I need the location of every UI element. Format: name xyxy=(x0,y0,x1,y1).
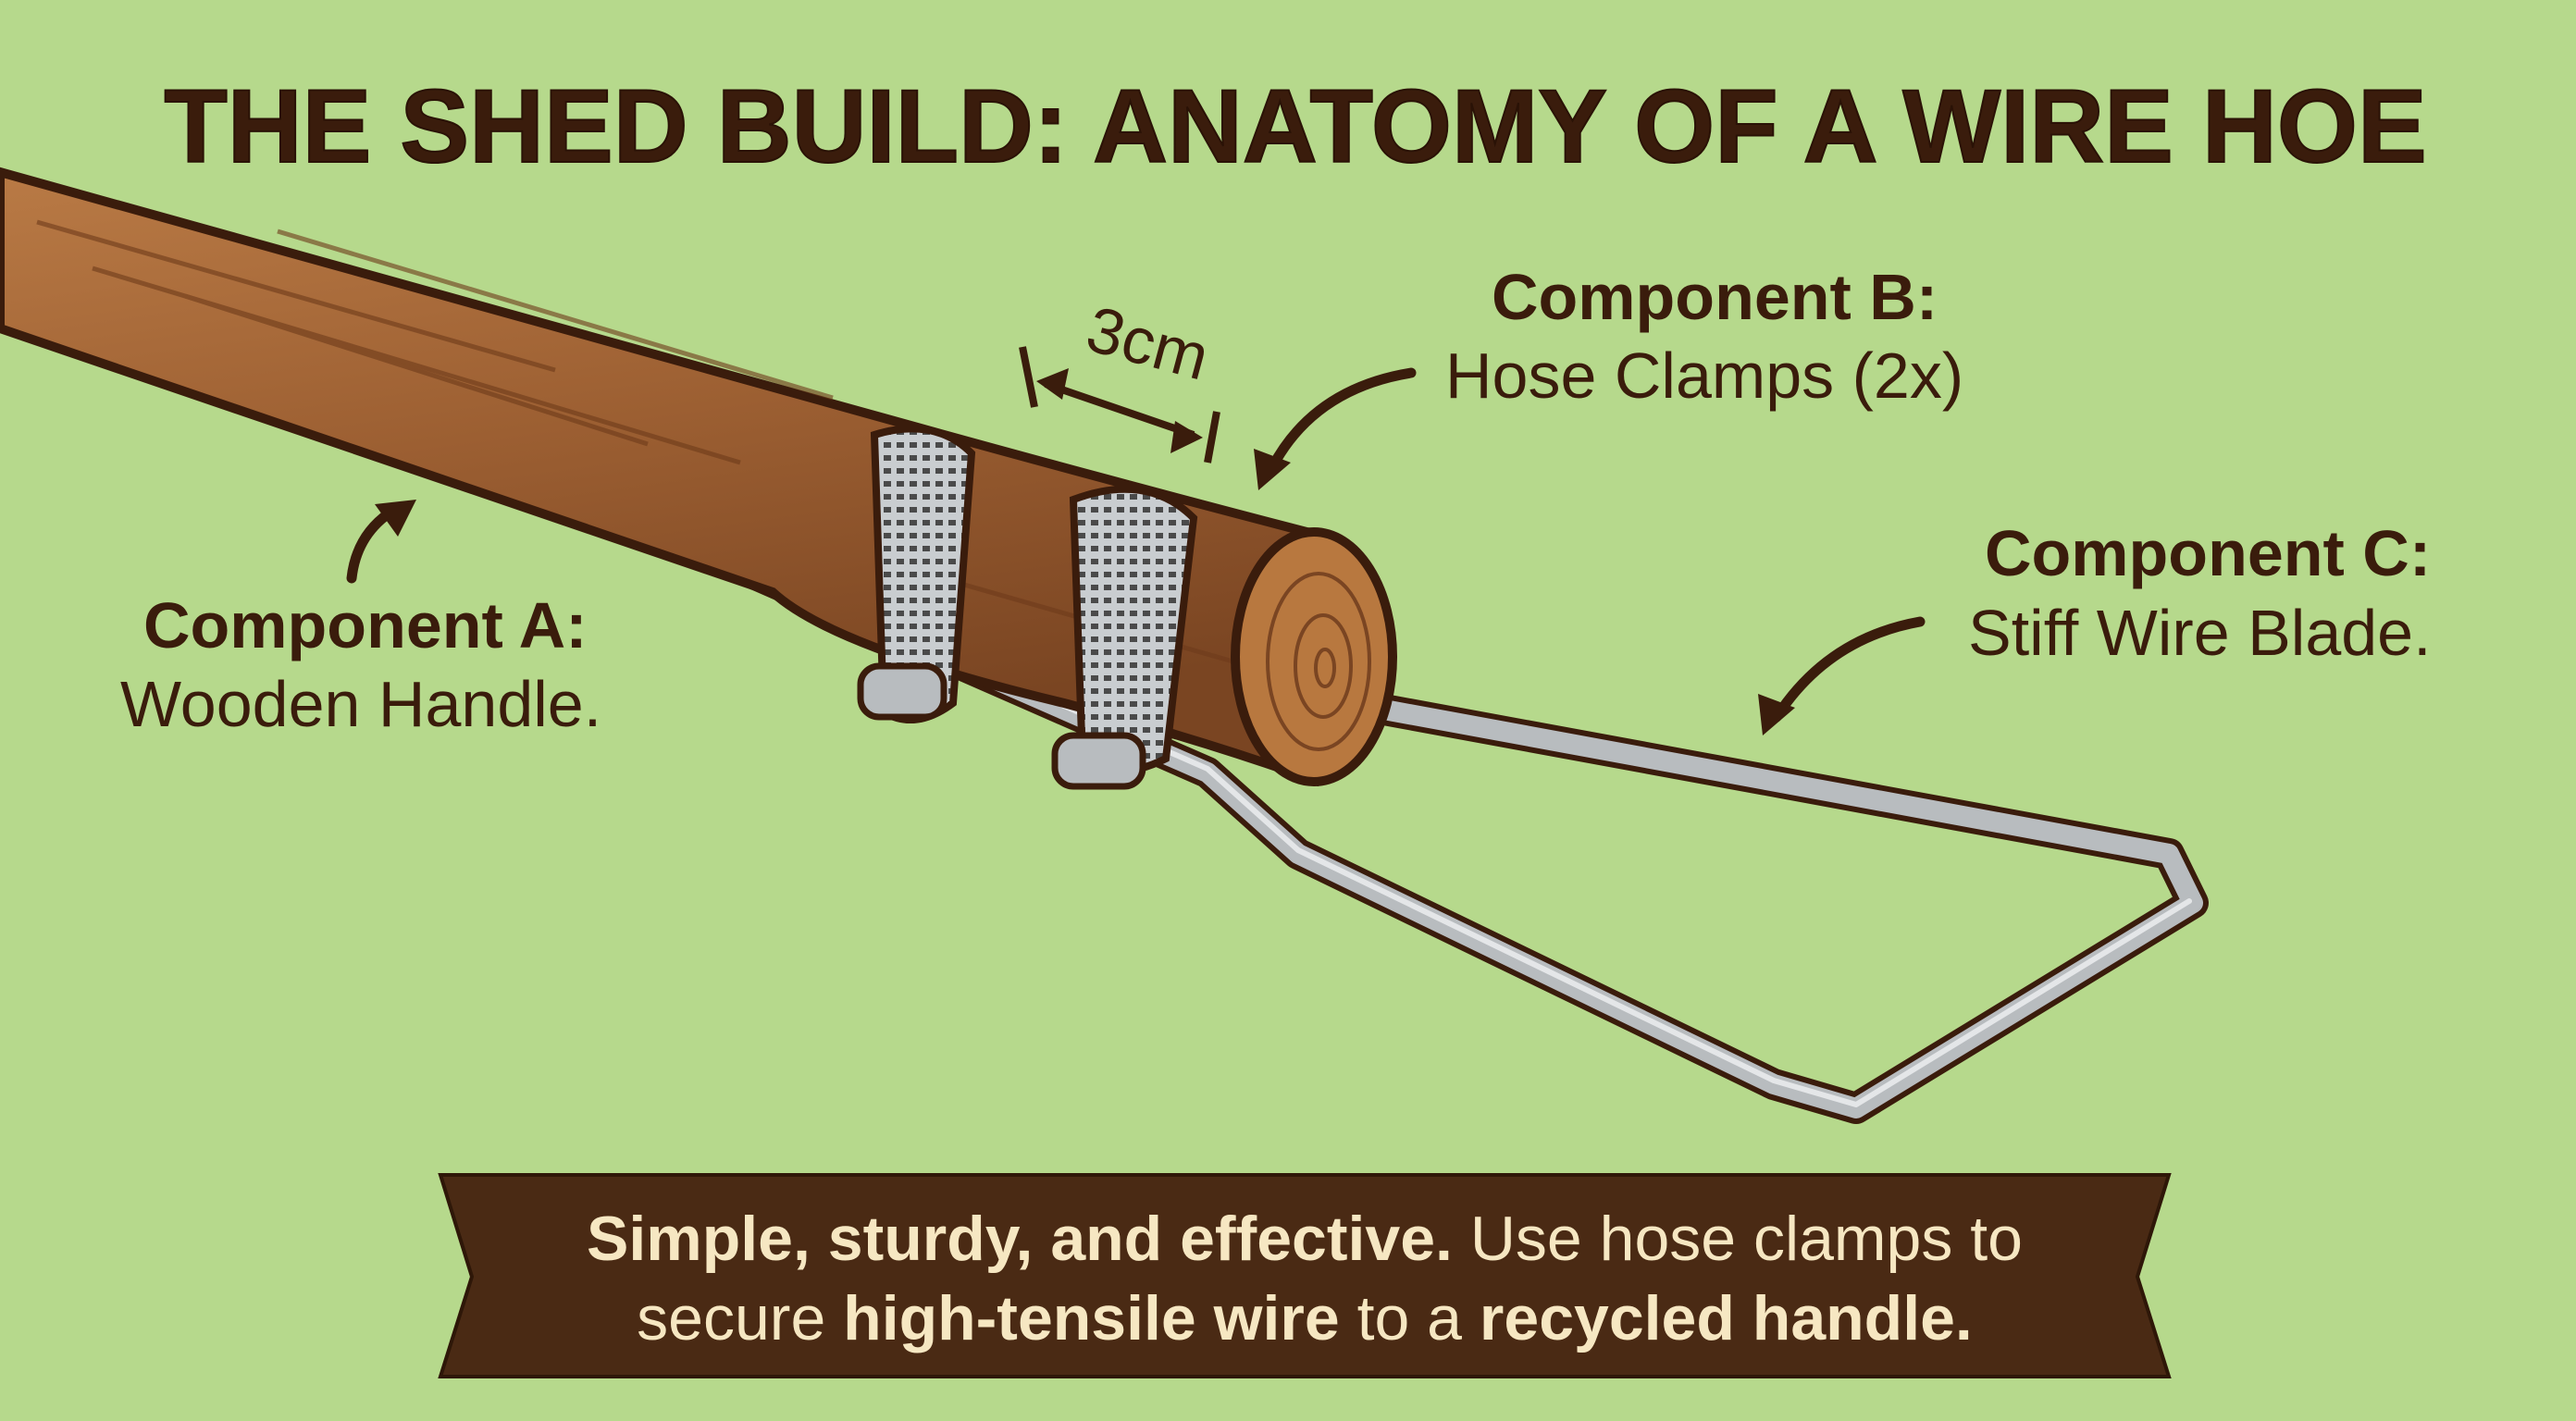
svg-text:Component B:: Component B: xyxy=(1492,261,1938,333)
arrowheads xyxy=(375,449,1795,735)
svg-text:Component C:: Component C: xyxy=(1985,517,2431,589)
dimension-marker xyxy=(1019,346,1220,463)
arrow-icon xyxy=(346,367,1926,723)
component-b-label: Component B: Hose Clamps (2x) xyxy=(1445,261,1963,412)
banner-line-1: Simple, sturdy, and effective. Use hose … xyxy=(587,1204,2023,1274)
summary-banner: Simple, sturdy, and effective. Use hose … xyxy=(438,1173,2172,1378)
page-title: THE SHED BUILD: ANATOMY OF A WIRE HOE xyxy=(164,68,2426,184)
svg-text:Hose Clamps (2x): Hose Clamps (2x) xyxy=(1445,340,1963,412)
hose-clamp xyxy=(857,425,976,723)
svg-text:Wooden Handle.: Wooden Handle. xyxy=(120,668,601,740)
svg-text:Stiff Wire Blade.: Stiff Wire Blade. xyxy=(1968,597,2432,669)
svg-text:Component A:: Component A: xyxy=(143,589,588,661)
hose-clamp xyxy=(1051,485,1198,790)
banner-line-2: secure high-tensile wire to a recycled h… xyxy=(637,1283,1973,1353)
component-a-label: Component A: Wooden Handle. xyxy=(120,589,601,740)
component-c-label: Component C: Stiff Wire Blade. xyxy=(1968,517,2432,669)
